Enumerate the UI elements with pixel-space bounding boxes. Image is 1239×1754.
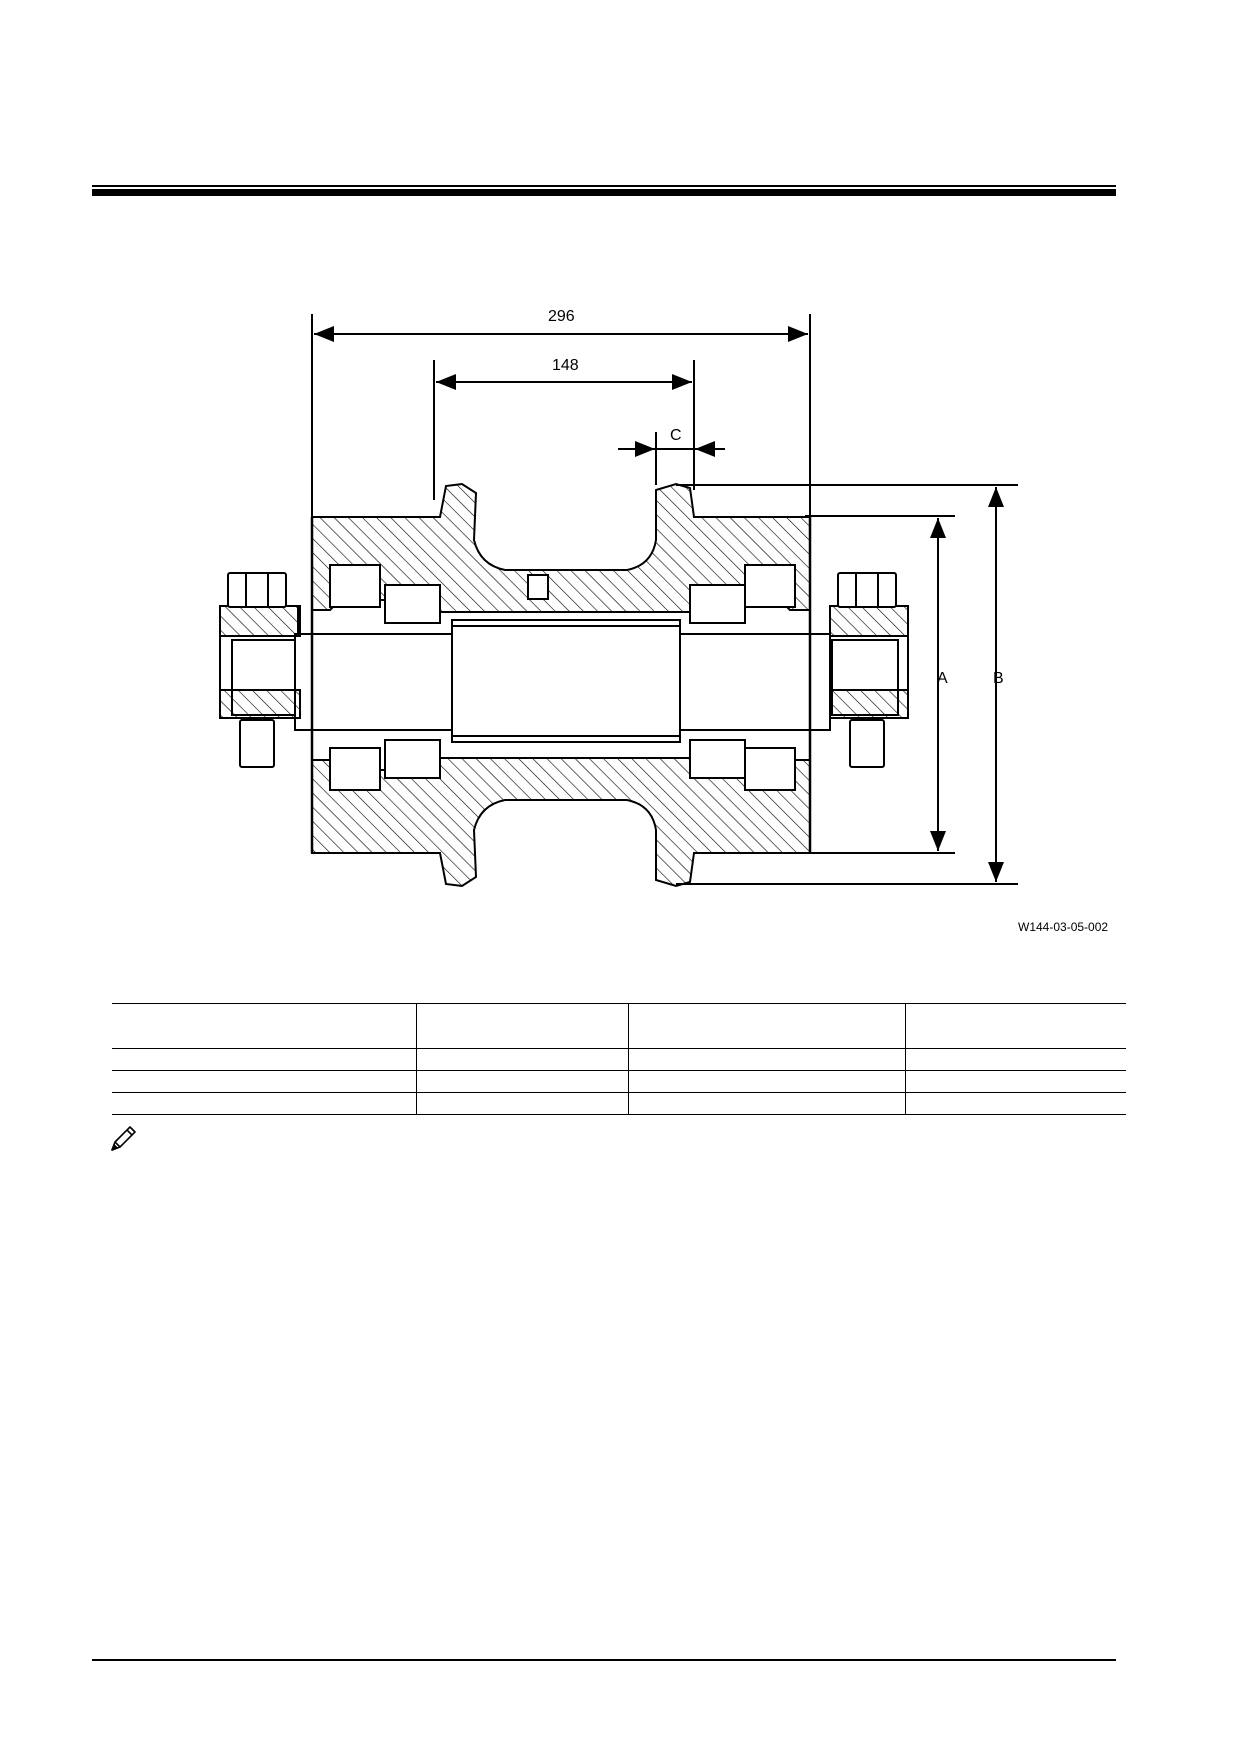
- bearings: [329, 564, 796, 791]
- table-cell: [627, 1070, 905, 1093]
- table-cell: [112, 1048, 416, 1071]
- table-cell: [415, 1070, 628, 1093]
- shaft: [219, 605, 909, 743]
- roller-body: [311, 482, 811, 888]
- table-cell: [112, 1070, 416, 1093]
- dim-label-a: A: [937, 670, 948, 687]
- table-cell: [415, 1003, 628, 1049]
- figure-code: W144-03-05-002: [1018, 920, 1109, 934]
- header-rule-thin: [92, 185, 1116, 187]
- table-cell: [112, 1003, 416, 1049]
- pencil-note-icon: [111, 1126, 136, 1151]
- bolts: [227, 572, 897, 768]
- table-cell: [904, 1048, 1126, 1071]
- table-row: [112, 1070, 1126, 1093]
- table-cell: [112, 1092, 416, 1115]
- table-cell: [627, 1092, 905, 1115]
- table-cell: [627, 1003, 905, 1049]
- table-cell: [415, 1048, 628, 1071]
- roller-cross-section-drawing: [219, 314, 1018, 888]
- dim-label-148: 148: [552, 357, 579, 374]
- table-row: [112, 1092, 1126, 1115]
- dim-label-b: B: [993, 670, 1004, 687]
- dim-label-c: C: [670, 427, 682, 444]
- table-cell: [415, 1092, 628, 1115]
- table-cell: [904, 1070, 1126, 1093]
- footer-rule: [92, 1659, 1116, 1661]
- roller-outline: [310, 517, 812, 853]
- table-header-row: [112, 1003, 1126, 1049]
- table-cell: [627, 1048, 905, 1071]
- end-caps: [219, 605, 909, 719]
- table-row: [112, 1048, 1126, 1071]
- table-cell: [904, 1003, 1126, 1049]
- spec-table: [112, 1003, 1126, 1115]
- dim-label-296: 296: [548, 308, 575, 325]
- table-cell: [904, 1092, 1126, 1115]
- dimension-lines: [314, 326, 1004, 882]
- header-rule-thick: [92, 189, 1116, 196]
